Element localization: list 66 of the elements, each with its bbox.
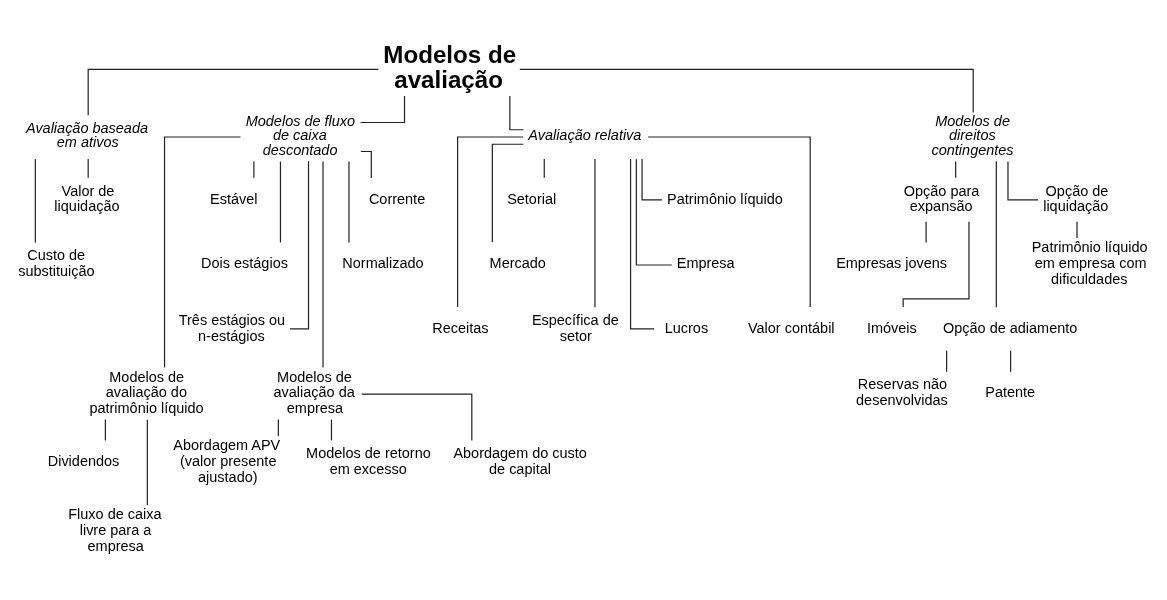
connector <box>104 419 106 441</box>
node-text: Custo de substituição <box>18 247 95 279</box>
connector <box>361 393 473 442</box>
node-text: Modelos de fluxo de caixa descontado <box>245 112 356 158</box>
node-text: Reservas não desenvolvidas <box>856 376 948 409</box>
node-text: Patrimônio líquido em empresa com dificuldades <box>1031 239 1148 287</box>
node-text: Modelos de avaliação do patrimônio líquido <box>89 368 204 417</box>
connector <box>509 95 524 131</box>
node-text: Três estágios ou n-estágios <box>178 311 286 344</box>
node-text: Modelos de direitos contingentes <box>931 112 1014 158</box>
node-text: Avaliação relativa <box>528 126 642 143</box>
node-text: Lucros <box>664 319 709 336</box>
connector <box>925 221 927 244</box>
node-text: Dividendos <box>47 453 120 470</box>
connector <box>253 160 255 179</box>
connector <box>163 136 242 369</box>
connector <box>359 95 406 124</box>
node-text: Abordagem APV (valor presente ajustado) <box>173 437 281 485</box>
connector <box>1010 350 1012 373</box>
node-text: Valor contábil <box>748 319 835 336</box>
connector <box>330 419 333 441</box>
connector <box>34 158 36 244</box>
node-text: Empresa <box>676 255 735 272</box>
connector <box>289 160 310 330</box>
node-text: Setorial <box>507 190 557 207</box>
node-text: Empresas jovens <box>836 255 948 272</box>
connector <box>647 136 811 308</box>
connector <box>519 68 974 114</box>
connector <box>491 143 524 243</box>
node-text: Mercado <box>489 255 546 272</box>
node-text: Corrente <box>368 190 426 207</box>
node-text: Avaliação baseada em ativos <box>26 119 149 151</box>
node-text: Abordagem do custo de capital <box>453 445 587 477</box>
node-text: Valor de liquidação <box>54 182 120 215</box>
connector <box>146 419 148 506</box>
connector <box>87 158 89 179</box>
node-text: Receitas <box>432 319 489 336</box>
node-text: Opção de adiamento <box>943 319 1078 336</box>
node-text: Estável <box>210 190 258 207</box>
node-text: Opção de liquidação <box>1043 182 1109 215</box>
node-text: Modelos de avaliação da empresa <box>273 368 355 417</box>
node-text: Patente <box>985 384 1036 401</box>
connector <box>630 158 655 330</box>
connector <box>360 150 372 179</box>
connector <box>995 160 997 308</box>
connector <box>279 160 282 244</box>
node-text: Modelos de retorno em excesso <box>306 445 431 477</box>
node-text: Modelos de avaliação <box>383 41 517 93</box>
connector <box>594 158 596 308</box>
node-text: Fluxo de caixa livre para a empresa <box>68 506 162 554</box>
node-text: Imóveis <box>866 319 917 336</box>
connector <box>457 136 524 308</box>
connector <box>543 158 545 179</box>
connector <box>348 160 350 244</box>
node-text: Normalizado <box>342 255 424 272</box>
connector <box>1076 221 1078 239</box>
node-text: Opção para expansão <box>903 182 980 215</box>
connector <box>322 161 324 369</box>
connector <box>635 158 673 266</box>
connector <box>641 158 663 201</box>
node-text: Específica de setor <box>531 311 619 344</box>
node-text: Patrimônio líquido <box>667 190 783 207</box>
connector <box>87 68 379 116</box>
node-text: Dois estágios <box>201 255 288 272</box>
connector <box>1007 160 1039 201</box>
connector <box>946 350 948 373</box>
